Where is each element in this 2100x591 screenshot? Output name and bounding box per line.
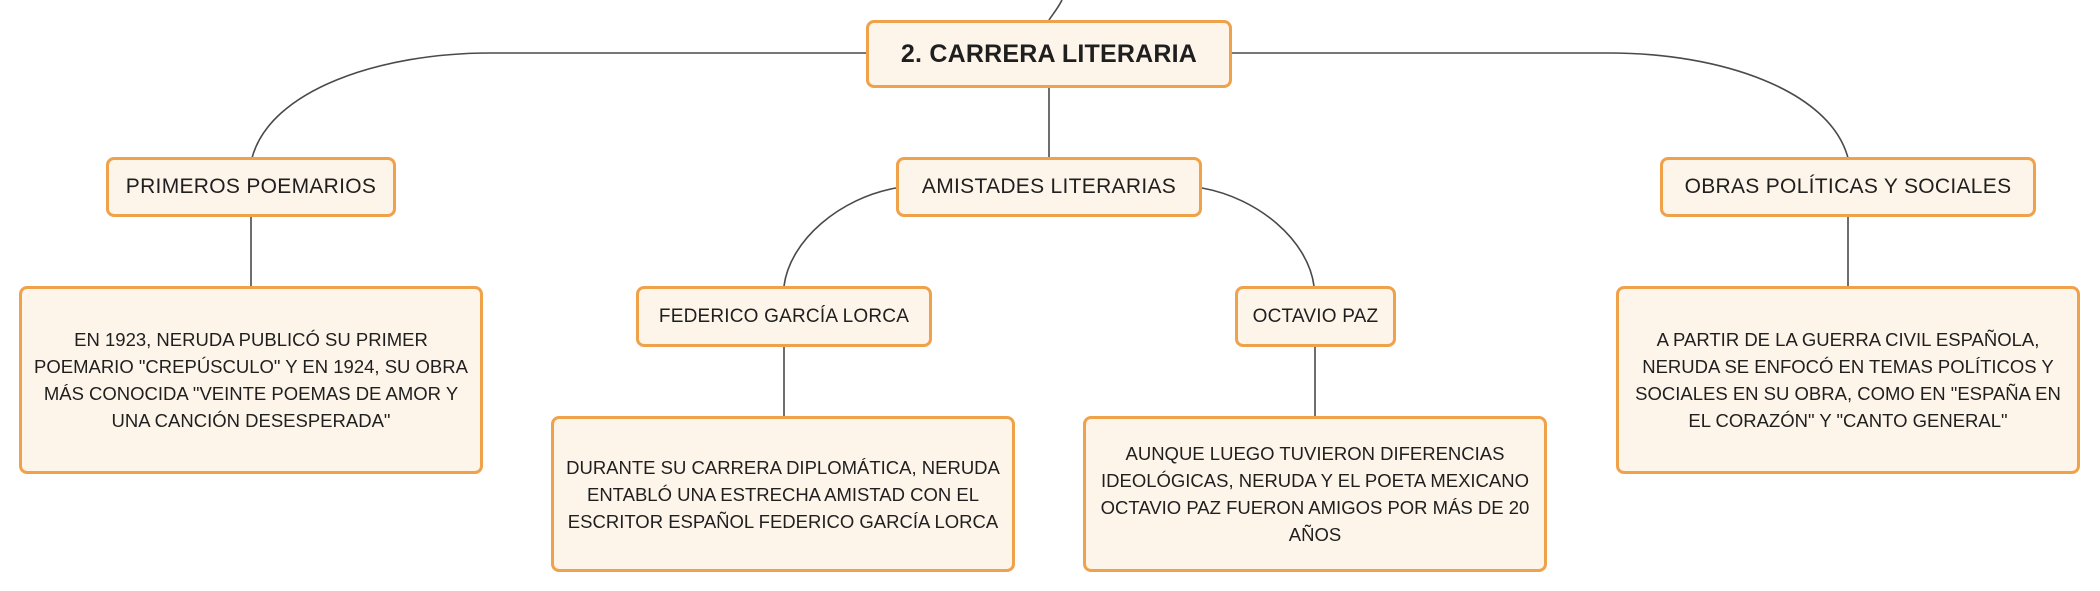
detail-octavio-paz[interactable]: AUNQUE LUEGO TUVIERON DIFERENCIAS IDEOLÓ… bbox=[1083, 416, 1547, 572]
node-label: PRIMEROS POEMARIOS bbox=[125, 175, 377, 198]
link-parent-to-root bbox=[1048, 0, 1063, 21]
detail-obras-politicas-sociales[interactable]: A PARTIR DE LA GUERRA CIVIL ESPAÑOLA, NE… bbox=[1616, 286, 2080, 474]
node-federico-garcia-lorca[interactable]: FEDERICO GARCÍA LORCA bbox=[636, 286, 932, 347]
link-root-to-primeros bbox=[251, 52, 866, 159]
node-label: OCTAVIO PAZ bbox=[1252, 305, 1379, 327]
link-amistades-to-lorca bbox=[783, 187, 897, 287]
detail-federico-garcia-lorca[interactable]: DURANTE SU CARRERA DIPLOMÁTICA, NERUDA E… bbox=[551, 416, 1015, 572]
detail-text: EN 1923, NERUDA PUBLICÓ SU PRIMER POEMAR… bbox=[34, 329, 468, 431]
detail-text: DURANTE SU CARRERA DIPLOMÁTICA, NERUDA E… bbox=[566, 456, 1000, 532]
detail-text: AUNQUE LUEGO TUVIERON DIFERENCIAS IDEOLÓ… bbox=[1100, 443, 1530, 545]
root-node[interactable]: 2. CARRERA LITERARIA bbox=[866, 20, 1232, 88]
node-label: FEDERICO GARCÍA LORCA bbox=[658, 305, 910, 327]
link-amistades-to-paz bbox=[1201, 187, 1315, 287]
node-primeros-poemarios[interactable]: PRIMEROS POEMARIOS bbox=[106, 157, 396, 217]
node-label: AMISTADES LITERARIAS bbox=[921, 175, 1177, 198]
detail-primeros-poemarios[interactable]: EN 1923, NERUDA PUBLICÓ SU PRIMER POEMAR… bbox=[19, 286, 483, 474]
link-root-to-obras bbox=[1232, 52, 1849, 159]
node-octavio-paz[interactable]: OCTAVIO PAZ bbox=[1235, 286, 1396, 347]
node-obras-politicas-sociales[interactable]: OBRAS POLÍTICAS Y SOCIALES bbox=[1660, 157, 2036, 217]
detail-text: A PARTIR DE LA GUERRA CIVIL ESPAÑOLA, NE… bbox=[1635, 329, 2061, 431]
root-label: 2. CARRERA LITERARIA bbox=[900, 39, 1198, 68]
node-label: OBRAS POLÍTICAS Y SOCIALES bbox=[1684, 175, 2012, 198]
node-amistades-literarias[interactable]: AMISTADES LITERARIAS bbox=[896, 157, 1202, 217]
